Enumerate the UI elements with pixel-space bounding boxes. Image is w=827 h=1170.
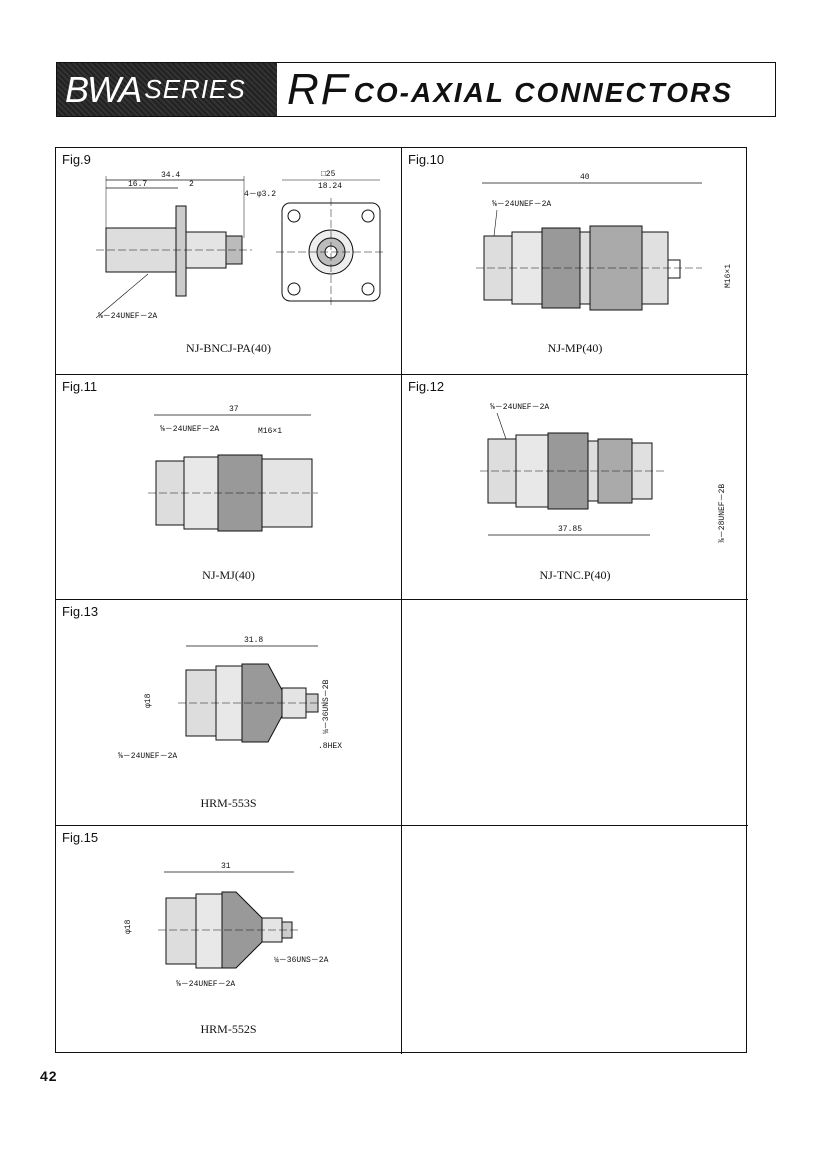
empty-cell	[402, 600, 748, 826]
figure-caption: HRM-553S	[200, 796, 257, 810]
connector-drawing: 37 ⅝－24UNEF－2A M16×1	[148, 405, 318, 532]
figure-label: Fig.9	[62, 152, 91, 167]
thread-text: ⅝－24UNEF－2A	[98, 312, 157, 321]
dim-text: □25	[321, 170, 336, 179]
thread-text: ⅝－24UNEF－2A	[118, 752, 177, 761]
figure-cell-12: Fig.12 ⅝－24UNEF－2A 37.85 ⅞－28UNEF－2B NJ-…	[402, 375, 748, 600]
connector-drawing: 34.4 16.7 2 ⅝－24UNEF－2A □25 18.24 4－φ3.2	[95, 170, 386, 321]
figure-grid: Fig.9 34.4 16.7 2 ⅝－24UNEF－2A □25 18.24 …	[55, 147, 748, 1054]
page-number: 42	[40, 1068, 58, 1084]
dim-text: M16×1	[258, 427, 282, 436]
figure-caption: NJ-MP(40)	[547, 341, 603, 355]
empty-cell	[402, 826, 748, 1054]
page-header: BWA SERIES RF CO-AXIAL CONNECTORS	[56, 62, 776, 117]
dim-text: 16.7	[128, 180, 147, 189]
figure-cell-13: Fig.13 31.8 φ18 ⅝－24UNEF－2A ¼－36UNS－2B .…	[56, 600, 402, 826]
connector-drawing: 31 φ18 ⅝－24UNEF－2A ¼－36UNS－2A	[124, 862, 329, 989]
figure-label: Fig.12	[408, 379, 445, 394]
series-badge: BWA SERIES	[57, 63, 277, 116]
figure-label: Fig.10	[408, 152, 445, 167]
figure-cell-15: Fig.15 31 φ18 ⅝－24UNEF－2A ¼－36UNS－2A HRM…	[56, 826, 402, 1054]
thread-text: ⅝－24UNEF－2A	[490, 403, 549, 412]
dim-text: 18.24	[318, 182, 342, 191]
dim-text: 2	[189, 180, 194, 189]
dim-text: 40	[580, 173, 590, 182]
dim-text: 31	[221, 862, 231, 871]
connector-drawing: 31.8 φ18 ⅝－24UNEF－2A ¼－36UNS－2B .8HEX	[118, 636, 342, 761]
figure-cell-10: Fig.10 40 ⅝－24UNEF－2A M16×1 NJ-MP(40)	[402, 148, 748, 375]
dim-text: 4－φ3.2	[244, 190, 276, 199]
thread-text: ¼－36UNS－2B	[322, 679, 331, 734]
figure-label: Fig.15	[62, 830, 99, 845]
title-block: RF CO-AXIAL CONNECTORS	[279, 63, 775, 116]
figure-caption: NJ-BNCJ-PA(40)	[186, 341, 271, 355]
figure-caption: HRM-552S	[200, 1022, 257, 1036]
thread-text: ⅝－24UNEF－2A	[176, 980, 235, 989]
dim-text: M16×1	[724, 264, 733, 288]
dim-text: φ18	[144, 693, 153, 708]
series-label: SERIES	[144, 74, 246, 104]
dim-text: φ18	[124, 919, 133, 934]
figure-caption: NJ-TNC.P(40)	[539, 568, 611, 582]
figure-cell-9: Fig.9 34.4 16.7 2 ⅝－24UNEF－2A □25 18.24 …	[56, 148, 402, 375]
dim-text: .8HEX	[318, 742, 342, 751]
brand-label: BWA	[65, 68, 142, 110]
page-title: CO-AXIAL CONNECTORS	[353, 76, 733, 108]
figure-caption: NJ-MJ(40)	[202, 568, 255, 582]
dim-text: 37.85	[558, 525, 582, 534]
thread-text: ¼－36UNS－2A	[274, 956, 329, 965]
dim-text: 31.8	[244, 636, 263, 645]
dim-text: 34.4	[161, 171, 180, 180]
connector-drawing: 40 ⅝－24UNEF－2A M16×1	[476, 173, 733, 311]
dim-text: 37	[229, 405, 239, 414]
thread-text: ⅞－28UNEF－2B	[718, 484, 727, 543]
figure-label: Fig.11	[62, 379, 98, 394]
thread-text: ⅝－24UNEF－2A	[492, 200, 551, 209]
connector-drawing: ⅝－24UNEF－2A 37.85 ⅞－28UNEF－2B	[480, 403, 727, 543]
thread-text: ⅝－24UNEF－2A	[160, 425, 219, 434]
rf-label: RF	[287, 64, 350, 114]
figure-cell-11: Fig.11 37 ⅝－24UNEF－2A M16×1 NJ-MJ(40)	[56, 375, 402, 600]
figure-label: Fig.13	[62, 604, 99, 619]
